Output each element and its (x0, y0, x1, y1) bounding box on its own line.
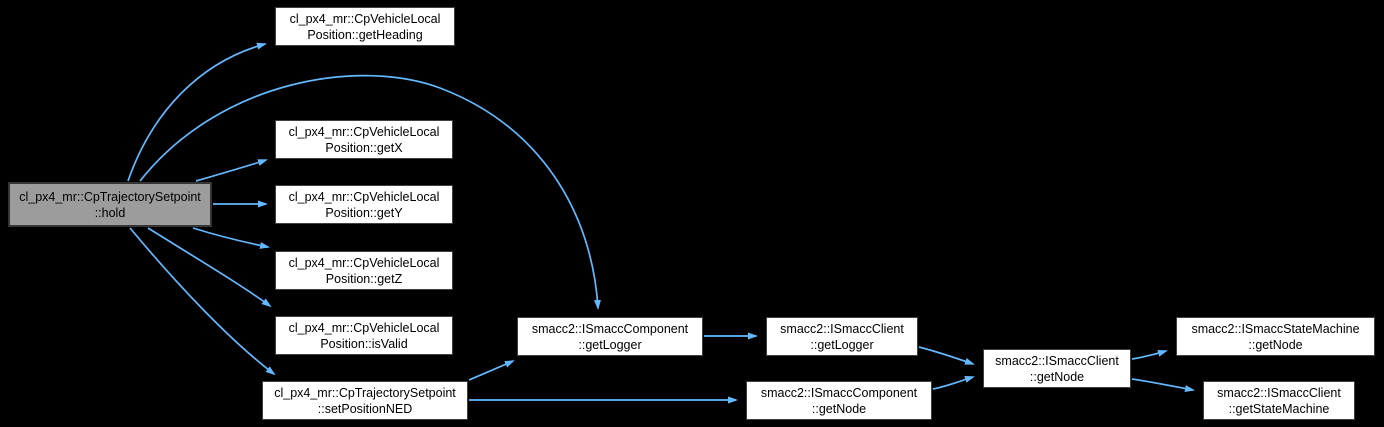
node-label-line1: smacc2::ISmaccComponent (760, 385, 918, 400)
node-client-get-logger[interactable]: smacc2::ISmaccClient ::getLogger (766, 317, 918, 356)
node-client-get-node[interactable]: smacc2::ISmaccClient ::getNode (983, 349, 1131, 388)
node-label-line1: cl_px4_mr::CpVehicleLocal (288, 189, 440, 204)
node-label-line2: ::getNode (811, 401, 867, 416)
node-label-line1: cl_px4_mr::CpTrajectorySetpoint (274, 385, 456, 400)
node-label-line2: Position::getZ (325, 271, 403, 286)
edge-hold-get-heading (127, 42, 267, 182)
node-label-line2: ::getNode (1248, 337, 1303, 352)
edge-set-position-ned-component-get-logger (468, 360, 515, 381)
edge-hold-get-x (195, 159, 268, 182)
node-label-line2: Position::getY (325, 205, 403, 220)
node-statemachine-get-node[interactable]: smacc2::ISmaccStateMachine ::getNode (1176, 317, 1375, 356)
node-label-line2: ::getStateMachine (1228, 401, 1330, 416)
node-label-line1: cl_px4_mr::CpVehicleLocal (288, 255, 440, 270)
node-label-line1: cl_px4_mr::CpTrajectorySetpoint (19, 189, 201, 204)
node-is-valid[interactable]: cl_px4_mr::CpVehicleLocal Position::isVa… (275, 316, 453, 355)
edge-hold-is-valid (147, 227, 272, 308)
node-get-y[interactable]: cl_px4_mr::CpVehicleLocal Position::getY (275, 185, 453, 224)
node-label-line1: cl_px4_mr::CpVehicleLocal (288, 320, 440, 335)
node-label-line2: ::getLogger (578, 337, 642, 352)
node-label-line2: ::setPositionNED (317, 401, 413, 416)
node-hold[interactable]: cl_px4_mr::CpTrajectorySetpoint ::hold (8, 182, 212, 227)
edge-hold-set-position-ned (129, 227, 276, 376)
node-label-line1: smacc2::ISmaccClient (1217, 385, 1341, 400)
node-label-line2: Position::getX (325, 140, 403, 155)
node-label-line1: smacc2::ISmaccClient (780, 321, 904, 336)
node-component-get-node[interactable]: smacc2::ISmaccComponent ::getNode (746, 381, 932, 420)
node-label-line1: smacc2::ISmaccComponent (531, 321, 689, 336)
node-get-z[interactable]: cl_px4_mr::CpVehicleLocal Position::getZ (275, 251, 453, 290)
edge-client-get-node-client-get-statemachine (1131, 378, 1195, 392)
node-label-line1: smacc2::ISmaccClient (995, 353, 1119, 368)
node-label-line1: cl_px4_mr::CpVehicleLocal (289, 11, 441, 26)
edge-hold-component-get-logger (139, 74, 601, 310)
node-label-line2: ::hold (94, 205, 126, 220)
node-label-line1: cl_px4_mr::CpVehicleLocal (288, 124, 440, 139)
node-set-position-ned[interactable]: cl_px4_mr::CpTrajectorySetpoint ::setPos… (262, 381, 468, 420)
node-client-get-statemachine[interactable]: smacc2::ISmaccClient ::getStateMachine (1203, 381, 1355, 420)
node-label-line2: Position::getHeading (307, 27, 423, 42)
edge-component-get-node-client-get-node (932, 376, 975, 390)
node-label-line2: ::getLogger (810, 337, 874, 352)
node-label-line2: Position::isValid (320, 336, 408, 351)
edge-hold-get-z (192, 227, 270, 249)
edge-client-get-logger-client-get-node (918, 346, 975, 365)
node-component-get-logger[interactable]: smacc2::ISmaccComponent ::getLogger (517, 317, 703, 356)
edge-client-get-node-statemachine-get-node (1131, 349, 1168, 360)
node-get-heading[interactable]: cl_px4_mr::CpVehicleLocal Position::getH… (275, 7, 455, 46)
node-get-x[interactable]: cl_px4_mr::CpVehicleLocal Position::getX (275, 120, 453, 159)
node-label-line2: ::getNode (1029, 369, 1085, 384)
node-label-line1: smacc2::ISmaccStateMachine (1191, 321, 1360, 336)
